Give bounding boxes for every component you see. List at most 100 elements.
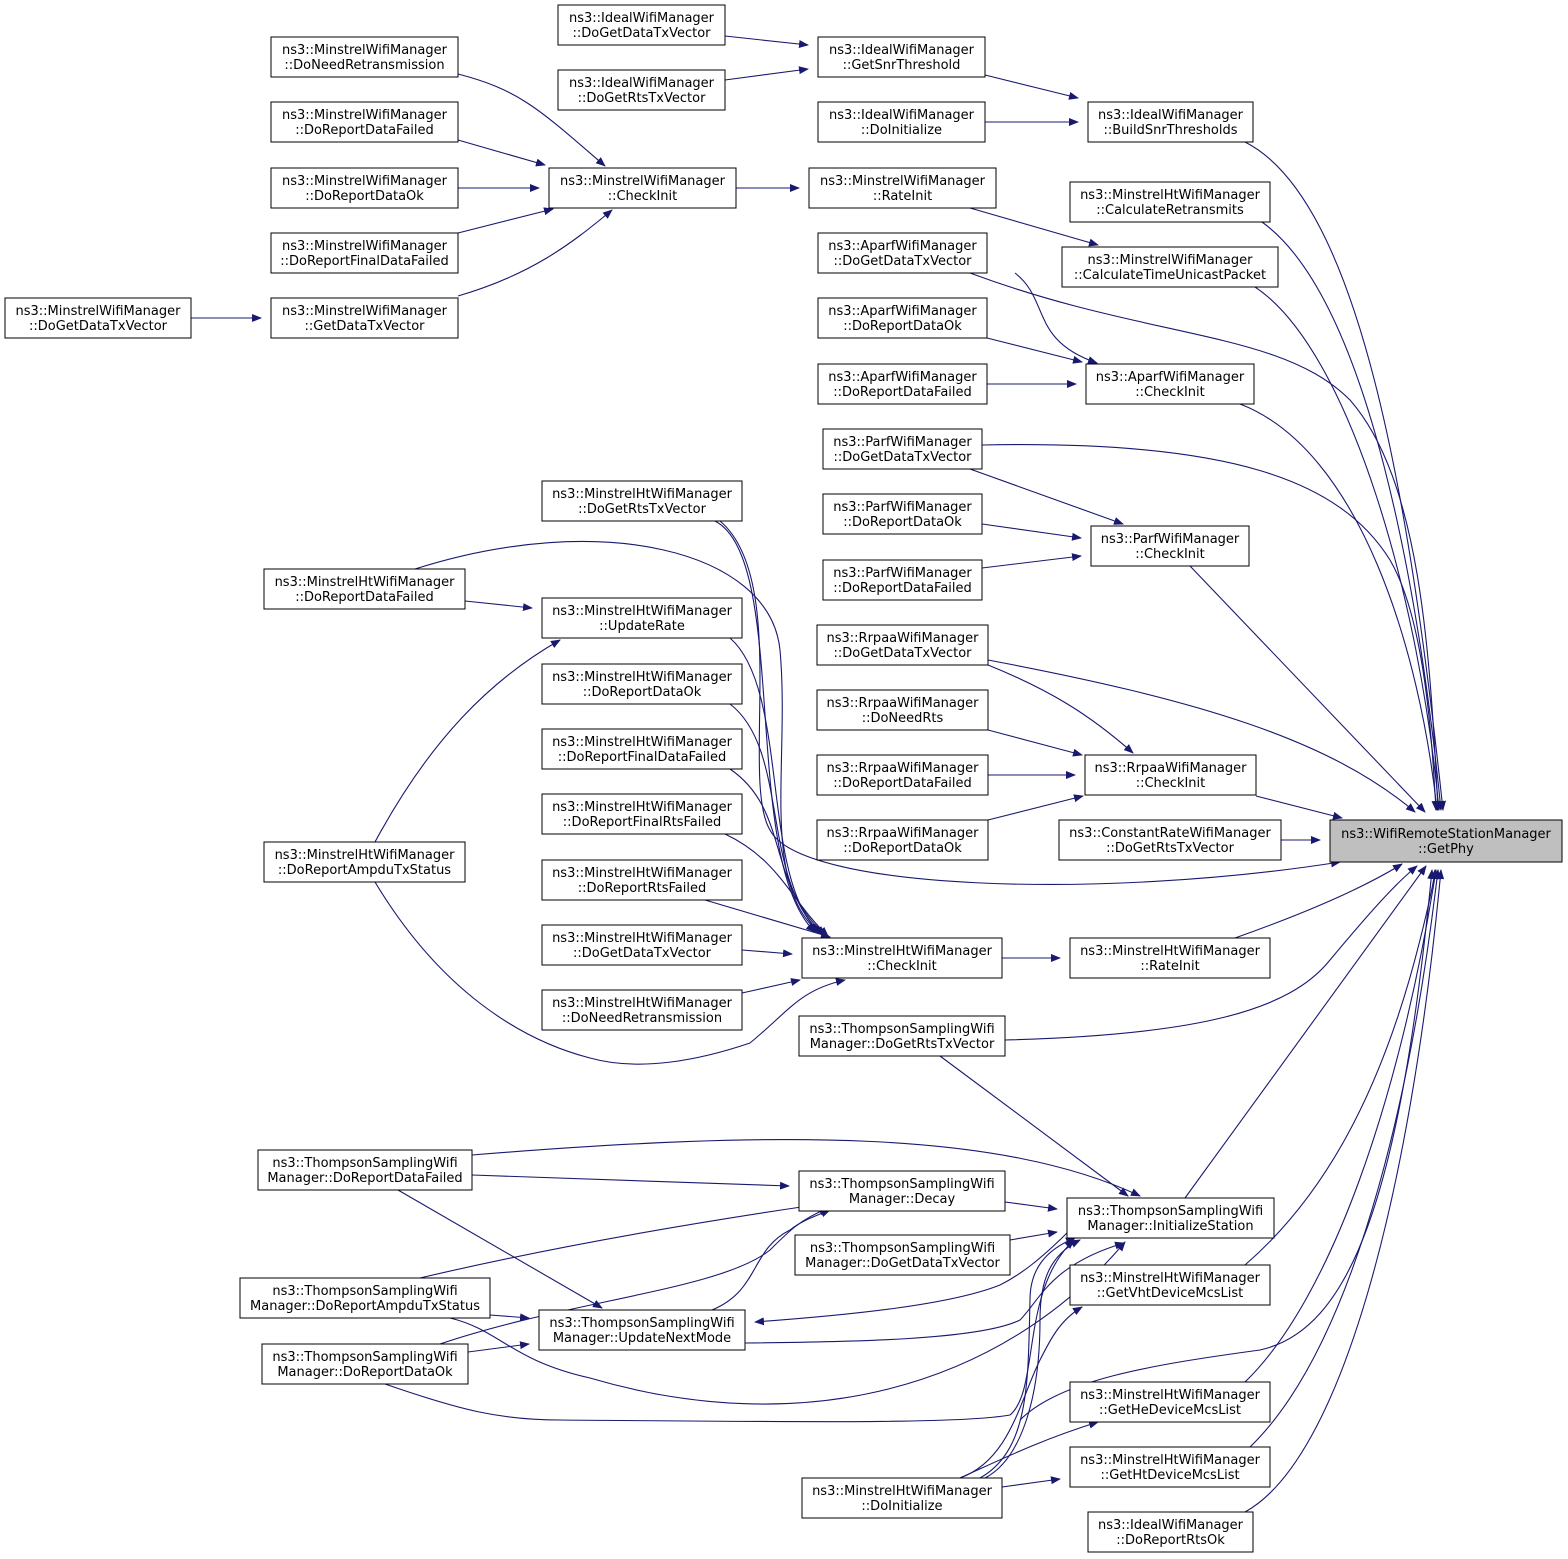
graph-node-min-ri[interactable]: ns3::MinstrelWifiManager::RateInit [808, 167, 997, 209]
node-label-method: ::DoGetDataTxVector [573, 26, 712, 41]
edge-n_mht_drrf-to-n_mht_ci [704, 899, 831, 939]
edge-arrow [984, 1239, 1081, 1479]
node-label-method: ::CheckInit [867, 959, 937, 974]
edge-arrow [969, 207, 1099, 247]
node-label-method: ::DoReportDataOk [843, 841, 962, 856]
graph-node-mht-dnr[interactable]: ns3::MinstrelHtWifiManager::DoNeedRetran… [541, 989, 743, 1031]
graph-node-mht-dinit[interactable]: ns3::MinstrelHtWifiManager::DoInitialize [801, 1477, 1003, 1519]
edge-arrow [711, 1209, 831, 1311]
graph-node-aparf-drdf[interactable]: ns3::AparfWifiManager::DoReportDataFaile… [817, 363, 988, 405]
graph-node-mht-cr[interactable]: ns3::MinstrelHtWifiManager::CalculateRet… [1069, 181, 1271, 223]
node-label-method: ::CheckInit [1136, 776, 1206, 791]
graph-node-mht-ur[interactable]: ns3::MinstrelHtWifiManager::UpdateRate [541, 597, 743, 639]
graph-node-parf-drdo[interactable]: ns3::ParfWifiManager::DoReportDataOk [822, 493, 983, 535]
graph-node-rrpaa-drdf[interactable]: ns3::RrpaaWifiManager::DoReportDataFaile… [816, 754, 989, 796]
node-label-class: ns3::ThompsonSamplingWifi [272, 1350, 457, 1365]
graph-node-rrpaa-dgdtx[interactable]: ns3::RrpaaWifiManager::DoGetDataTxVector [816, 624, 989, 666]
node-label-class: ns3::MinstrelHtWifiManager [552, 487, 733, 502]
graph-node-min-drdo[interactable]: ns3::MinstrelWifiManager::DoReportDataOk [270, 167, 459, 209]
graph-node-ideal-drok[interactable]: ns3::IdealWifiManager::DoReportRtsOk [1087, 1511, 1254, 1553]
graph-node-mht-dgrtx[interactable]: ns3::MinstrelHtWifiManager::DoGetRtsTxVe… [541, 480, 743, 522]
edge-n_aparf_drdo-to-n_aparf_ci [986, 337, 1083, 364]
graph-node-mht-drdo[interactable]: ns3::MinstrelHtWifiManager::DoReportData… [541, 663, 743, 705]
graph-node-ts-drdo[interactable]: ns3::ThompsonSamplingWifiManager::DoRepo… [261, 1343, 469, 1385]
node-label-class: ns3::MinstrelHtWifiManager [552, 670, 733, 685]
edge-n_min_drfdf-to-n_min_ci [457, 207, 554, 234]
node-label-method: Manager::DoGetDataTxVector [805, 1256, 1000, 1271]
graph-node-mht-drfdf[interactable]: ns3::MinstrelHtWifiManager::DoReportFina… [541, 728, 743, 770]
graph-node-mht-ci[interactable]: ns3::MinstrelHtWifiManager::CheckInit [801, 937, 1003, 979]
edge-arrow [471, 1139, 1141, 1197]
node-box [1069, 1264, 1271, 1306]
graph-node-ts-dratx[interactable]: ns3::ThompsonSamplingWifiManager::DoRepo… [239, 1277, 491, 1319]
graph-node-parf-dgdtx[interactable]: ns3::ParfWifiManager::DoGetDataTxVector [822, 428, 983, 470]
graph-node-mht-dratx[interactable]: ns3::MinstrelHtWifiManager::DoReportAmpd… [263, 841, 466, 883]
edge-n_aparf_ci-to-n_root [1239, 403, 1441, 811]
edge-arrow [939, 1055, 1129, 1197]
graph-node-ts-unm[interactable]: ns3::ThompsonSamplingWifiManager::Update… [538, 1309, 746, 1351]
graph-node-mht-drdf[interactable]: ns3::MinstrelHtWifiManager::DoReportData… [263, 568, 466, 610]
graph-node-ts-dgdtx[interactable]: ns3::ThompsonSamplingWifiManager::DoGetD… [794, 1234, 1011, 1276]
edge-n_rrpaa_dgdtx-to-n_root [987, 659, 1416, 813]
node-box [270, 101, 459, 143]
graph-node-min-drfdf[interactable]: ns3::MinstrelWifiManager::DoReportFinalD… [270, 232, 459, 274]
node-label-method: ::BuildSnrThresholds [1103, 123, 1237, 138]
graph-node-min-dnr[interactable]: ns3::MinstrelWifiManager::DoNeedRetransm… [270, 36, 459, 78]
node-label-class: ns3::MinstrelHtWifiManager [552, 996, 733, 1011]
node-label-method: Manager::Decay [849, 1192, 956, 1207]
graph-node-ideal-dinit[interactable]: ns3::IdealWifiManager::DoInitialize [817, 101, 986, 143]
graph-node-mht-ghe[interactable]: ns3::MinstrelHtWifiManager::GetHeDeviceM… [1069, 1381, 1271, 1423]
node-label-class: ns3::MinstrelHtWifiManager [812, 944, 993, 959]
graph-node-mht-ri[interactable]: ns3::MinstrelHtWifiManager::RateInit [1069, 937, 1271, 979]
graph-node-min-ctup[interactable]: ns3::MinstrelWifiManager::CalculateTimeU… [1061, 246, 1279, 288]
node-box [541, 924, 743, 966]
graph-node-min-ci[interactable]: ns3::MinstrelWifiManager::CheckInit [548, 167, 737, 209]
node-label-method: ::DoGetDataTxVector [573, 946, 712, 961]
edges-layer [191, 35, 1447, 1513]
node-box [1069, 181, 1271, 223]
node-box [816, 754, 989, 796]
node-box [270, 36, 459, 78]
graph-node-ideal-dgdtx[interactable]: ns3::IdealWifiManager::DoGetDataTxVector [557, 4, 726, 46]
graph-node-min-drdf[interactable]: ns3::MinstrelWifiManager::DoReportDataFa… [270, 101, 459, 143]
edge-n_min_gdtx-to-n_min_ci [457, 209, 613, 297]
node-box [541, 793, 743, 835]
node-label-class: ns3::IdealWifiManager [829, 108, 975, 123]
edge-n_ts_drdo-to-n_ts_is [384, 1239, 1075, 1423]
node-label-method: ::DoReportDataFailed [295, 123, 434, 138]
node-label-class: ns3::IdealWifiManager [1098, 108, 1244, 123]
edge-n_ts_decay-to-n_ts_is [1004, 1201, 1058, 1212]
node-label-class: ns3::AparfWifiManager [828, 304, 977, 319]
graph-node-ideal-bst[interactable]: ns3::IdealWifiManager::BuildSnrThreshold… [1087, 101, 1254, 143]
graph-node-mht-dgdtx[interactable]: ns3::MinstrelHtWifiManager::DoGetDataTxV… [541, 924, 743, 966]
node-box [1061, 246, 1279, 288]
node-label-method: ::GetHeDeviceMcsList [1099, 1403, 1241, 1418]
graph-node-aparf-drdo[interactable]: ns3::AparfWifiManager::DoReportDataOk [817, 297, 988, 339]
graph-node-ideal-dgrtx[interactable]: ns3::IdealWifiManager::DoGetRtsTxVector [557, 69, 726, 111]
graph-node-rrpaa-drdo[interactable]: ns3::RrpaaWifiManager::DoReportDataOk [816, 819, 989, 861]
graph-node-parf-ci[interactable]: ns3::ParfWifiManager::CheckInit [1090, 525, 1250, 567]
graph-node-mht-ght[interactable]: ns3::MinstrelHtWifiManager::GetHtDeviceM… [1069, 1446, 1271, 1488]
edge-arrow [457, 207, 554, 234]
graph-node-const-dgrtx[interactable]: ns3::ConstantRateWifiManager::DoGetRtsTx… [1058, 819, 1282, 861]
node-label-method: ::DoReportDataOk [843, 515, 962, 530]
graph-node-parf-drdf[interactable]: ns3::ParfWifiManager::DoReportDataFailed [822, 559, 983, 601]
graph-node-min-gdtx[interactable]: ns3::MinstrelWifiManager::GetDataTxVecto… [270, 297, 459, 339]
node-label-class: ns3::MinstrelHtWifiManager [1080, 188, 1261, 203]
edge-n_mht_drdf-to-n_mht_ur [464, 600, 533, 612]
graph-node-rrpaa-ci[interactable]: ns3::RrpaaWifiManager::CheckInit [1084, 754, 1257, 796]
graph-node-mht-gvht[interactable]: ns3::MinstrelHtWifiManager::GetVhtDevice… [1069, 1264, 1271, 1306]
edge-n_mht_dratx-to-n_mht_ur [374, 639, 561, 843]
graph-node-ts-drdf[interactable]: ns3::ThompsonSamplingWifiManager::DoRepo… [257, 1149, 473, 1191]
graph-node-ideal-gst[interactable]: ns3::IdealWifiManager::GetSnrThreshold [817, 36, 986, 78]
graph-node-mht-drrf[interactable]: ns3::MinstrelHtWifiManager::DoReportRtsF… [541, 859, 743, 901]
graph-node-aparf-ci[interactable]: ns3::AparfWifiManager::CheckInit [1085, 363, 1255, 405]
graph-node-ts-dgrtx[interactable]: ns3::ThompsonSamplingWifiManager::DoGetR… [798, 1015, 1006, 1057]
graph-node-aparf-dgdtx[interactable]: ns3::AparfWifiManager::DoGetDataTxVector [817, 232, 988, 274]
graph-node-mht-drfrf[interactable]: ns3::MinstrelHtWifiManager::DoReportFina… [541, 793, 743, 835]
node-label-class: ns3::IdealWifiManager [1098, 1518, 1244, 1533]
graph-node-rrpaa-dnr[interactable]: ns3::RrpaaWifiManager::DoNeedRts [816, 689, 989, 731]
graph-node-ts-is[interactable]: ns3::ThompsonSamplingWifiManager::Initia… [1066, 1197, 1275, 1239]
graph-node-min-dgdtx[interactable]: ns3::MinstrelWifiManager::DoGetDataTxVec… [4, 297, 192, 339]
